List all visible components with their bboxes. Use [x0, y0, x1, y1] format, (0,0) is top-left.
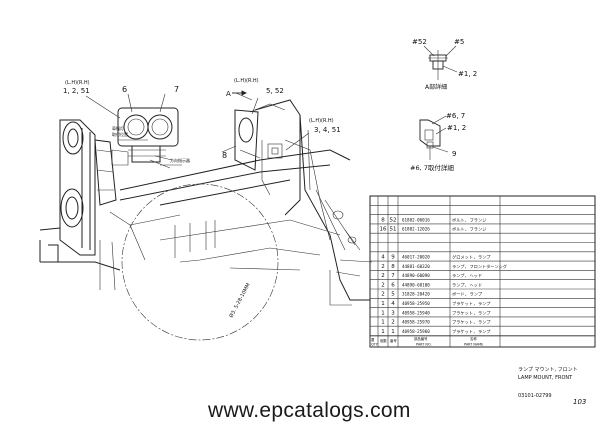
detail-label-52: #52: [412, 38, 427, 46]
table-cell-qty: 1: [381, 310, 385, 316]
header-part-no-en: PART NO.: [416, 343, 432, 347]
title-block: ランプ マウント, フロント LAMP MOUNT, FRONT 03101-0…: [518, 366, 586, 406]
table-cell-name: ランプ, ヘッド: [452, 282, 482, 288]
table-cell-part-no: 61802-06016: [402, 217, 430, 222]
table-cell-no: 51: [390, 227, 397, 233]
header-name-en: PART NAME: [464, 343, 483, 347]
table-cell-qty: 16: [380, 227, 387, 233]
table-cell-no: 7: [391, 273, 395, 279]
table-cell-qty: 2: [381, 273, 385, 279]
table-cell-part-no: 40958-25960: [402, 329, 430, 334]
chassis-frame-drawing: [39, 99, 373, 341]
table-cell-part-no: 40958-25970: [402, 320, 430, 325]
title-english: LAMP MOUNT, FRONT: [518, 375, 573, 381]
detail-label-1-2-b: #1, 2: [447, 124, 466, 132]
label-mid-8: 8: [222, 151, 227, 160]
note-position: 取付位置: [112, 131, 128, 137]
table-cell-no: 3: [391, 310, 395, 316]
header-left-mark: 要: [371, 337, 375, 342]
detail-label-5: #5: [454, 38, 464, 46]
table-cell-qty: 1: [381, 320, 385, 326]
detail-view-6-7: #6, 7 #1, 2 9 #6, 7取付詳細: [410, 112, 466, 172]
label-arrow-a: A: [226, 90, 231, 98]
table-cell-name: ランプ, フロントターンシグ: [452, 263, 507, 270]
detail-label-1-2-a: #1, 2: [458, 70, 477, 78]
leader-lines: [85, 90, 310, 161]
label-right-nums: 3, 4, 51: [314, 126, 341, 134]
page-number: 103: [573, 398, 586, 406]
watermark-url: www.epcatalogs.com: [207, 399, 411, 422]
table-cell-name: ボード, ランプ: [452, 291, 483, 298]
table-cell-no: 6: [391, 282, 395, 288]
table-cell-no: 9: [391, 255, 395, 261]
table-cell-name: ブラケット, ランプ: [452, 309, 491, 316]
table-cell-no: 8: [391, 264, 395, 270]
note-side-lamp: 車幅灯: [112, 125, 124, 131]
detail-label-9: 9: [452, 150, 456, 158]
table-cell-part-no: 44890-60100: [402, 282, 430, 287]
table-cell-part-no: 44881-60320: [402, 264, 430, 269]
table-cell-name: ブラケット, ランプ: [452, 319, 491, 326]
table-cell-no: 1: [391, 329, 395, 335]
table-cell-part-no: 40958-25940: [402, 310, 430, 315]
drawing-number: 03101-02799: [518, 393, 552, 399]
detail-label-6-7: #6, 7: [446, 112, 465, 120]
table-cell-qty: 1: [381, 329, 385, 335]
label-lamp-7: 7: [174, 85, 179, 94]
label-right-side: (L.H)(R.H): [309, 118, 334, 124]
table-cell-part-no: 46017-20020: [402, 255, 430, 260]
table-cell-qty: 8: [381, 217, 385, 223]
header-no: 番号: [390, 338, 397, 343]
table-cell-qty: 2: [381, 264, 385, 270]
table-cell-part-no: 40958-25950: [402, 301, 430, 306]
detail-a-view-title: A部詳細: [425, 83, 447, 91]
table-cell-name: ブラケット, ランプ: [452, 300, 491, 307]
label-left-nums: 1, 2, 51: [63, 87, 90, 95]
header-name: 名称: [470, 336, 477, 341]
table-cell-part-no: 44890-60090: [402, 273, 430, 278]
header-left-mark2: QTY: [371, 343, 379, 347]
header-qty: 個数: [380, 338, 387, 343]
table-cell-no: 52: [390, 217, 397, 223]
table-cell-qty: 4: [381, 255, 385, 261]
detail-6-7-view-title: #6, 7取付詳細: [410, 163, 454, 172]
label-mid-nums: 5, 52: [266, 87, 284, 95]
label-lamp-6: 6: [122, 85, 127, 94]
label-left-side: (L.H)(R.H): [65, 80, 90, 86]
table-cell-qty: 2: [381, 292, 385, 298]
table-cell-no: 2: [391, 320, 395, 326]
note-turn-signal: 方向指示器: [170, 157, 190, 163]
table-cell-name: グロメット, ランプ: [452, 254, 491, 261]
table-cell-no: 5: [391, 292, 395, 298]
table-cell-part-no: 31828-20420: [402, 292, 430, 297]
table-cell-part-no: 61802-12026: [402, 227, 430, 232]
detail-view-a: #52 #5 #1, 2 A部詳細: [412, 38, 477, 91]
table-cell-name: ブラケット, ランプ: [452, 328, 491, 335]
table-cell-qty: 1: [381, 301, 385, 307]
header-part-no: 部品番号: [414, 336, 428, 341]
table-cell-name: ボルト, フランジ: [452, 216, 486, 223]
table-cell-name: ボルト, フランジ: [452, 226, 486, 233]
label-diameter: Ø3. 5-28-10MM: [228, 282, 252, 319]
table-cell-qty: 2: [381, 282, 385, 288]
table-cell-name: ランプ, ヘッド: [452, 273, 482, 279]
label-mid-side: (L.H)(R.H): [234, 78, 259, 84]
title-japanese: ランプ マウント, フロント: [518, 366, 578, 373]
table-cell-no: 4: [391, 301, 395, 307]
